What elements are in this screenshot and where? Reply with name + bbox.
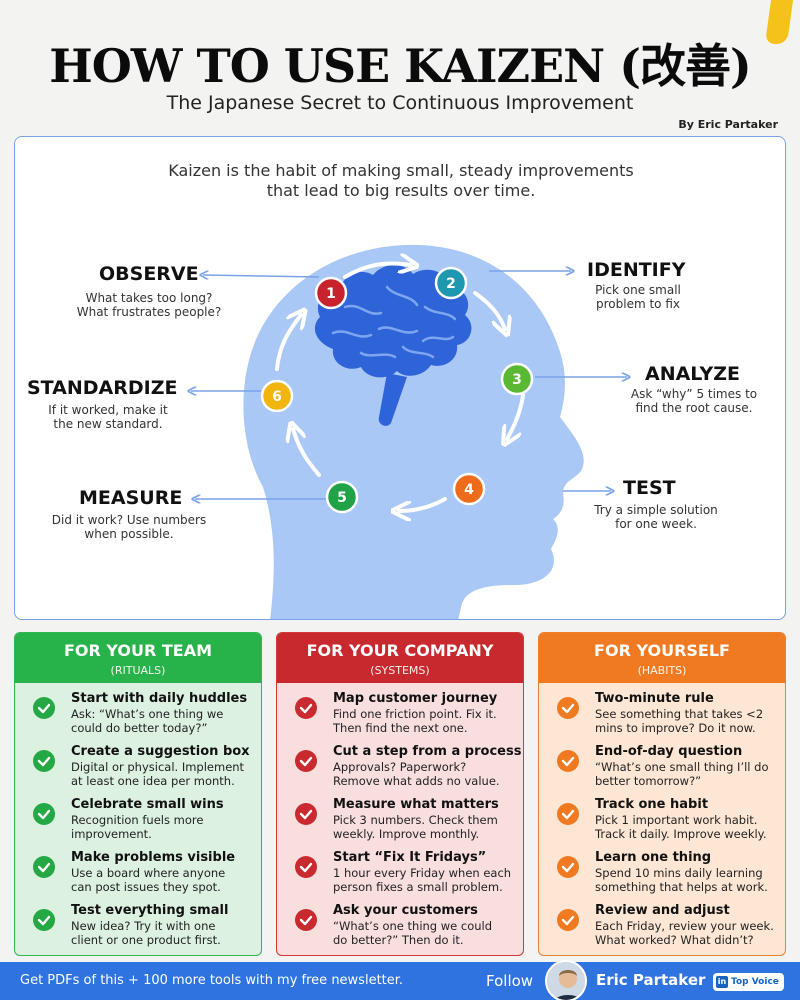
list-item: Ask your customers “What’s one thing we … [277, 903, 523, 953]
step-title-observe: OBSERVE [99, 263, 199, 285]
kaizen-definition: Kaizen is the habit of making small, ste… [168, 161, 634, 200]
step-marker-3: 3 [500, 362, 534, 396]
check-icon [557, 909, 579, 931]
column-header: FOR YOUR COMPANY (SYSTEMS) [277, 633, 523, 683]
column-header: FOR YOURSELF (HABITS) [539, 633, 785, 683]
svg-text:4: 4 [464, 482, 474, 498]
check-icon [33, 856, 55, 878]
svg-text:6: 6 [272, 389, 282, 405]
person-icon [547, 962, 585, 1000]
svg-text:2: 2 [446, 276, 456, 292]
check-icon [557, 750, 579, 772]
step-marker-6: 6 [260, 379, 294, 413]
page-title: HOW TO USE KAIZEN (改善) [49, 39, 752, 93]
column-for-your-team: FOR YOUR TEAM (RITUALS) Start with daily… [14, 632, 262, 956]
avatar[interactable] [545, 960, 587, 1000]
check-icon [33, 697, 55, 719]
svg-text:1: 1 [326, 286, 336, 302]
newsletter-cta-link[interactable]: Get PDFs of this + 100 more tools with m… [20, 973, 404, 988]
check-icon [295, 697, 317, 719]
check-icon [295, 803, 317, 825]
linkedin-icon: in [716, 976, 728, 988]
check-icon [33, 750, 55, 772]
page-subtitle: The Japanese Secret to Continuous Improv… [166, 92, 634, 114]
list-item: Map customer journey Find one friction p… [277, 691, 523, 741]
byline: By Eric Partaker [678, 118, 778, 131]
column-header: FOR YOUR TEAM (RITUALS) [15, 633, 261, 683]
step-title-test: TEST [623, 477, 676, 499]
check-icon [557, 803, 579, 825]
follow-label: Follow [486, 972, 534, 990]
list-item: Make problems visible Use a board where … [15, 850, 261, 900]
list-item: Review and adjust Each Friday, review yo… [539, 903, 785, 953]
step-desc-test: Try a simple solution for one week. [594, 503, 718, 531]
footer-banner: Get PDFs of this + 100 more tools with m… [0, 960, 800, 1000]
check-icon [295, 856, 317, 878]
step-title-analyze: ANALYZE [645, 363, 740, 385]
step-desc-analyze: Ask “why” 5 times to find the root cause… [630, 387, 758, 415]
list-item: Two-minute rule See something that takes… [539, 691, 785, 741]
step-desc-measure: Did it work? Use numbers when possible. [51, 513, 207, 541]
list-item: Celebrate small wins Recognition fuels m… [15, 797, 261, 847]
column-for-your-company: FOR YOUR COMPANY (SYSTEMS) Map customer … [276, 632, 524, 956]
check-icon [557, 697, 579, 719]
list-item: Test everything small New idea? Try it w… [15, 903, 261, 953]
step-title-measure: MEASURE [79, 487, 183, 509]
check-icon [33, 803, 55, 825]
list-item: Start “Fix It Fridays” 1 hour every Frid… [277, 850, 523, 900]
list-item: Start with daily huddles Ask: “What’s on… [15, 691, 261, 741]
author-name-link[interactable]: Eric Partaker [596, 971, 706, 989]
list-item: Create a suggestion box Digital or physi… [15, 744, 261, 794]
step-title-identify: IDENTIFY [587, 259, 686, 281]
list-item: Measure what matters Pick 3 numbers. Che… [277, 797, 523, 847]
column-for-yourself: FOR YOURSELF (HABITS) Two-minute rule Se… [538, 632, 786, 956]
check-icon [295, 750, 317, 772]
step-marker-5: 5 [325, 480, 359, 514]
step-marker-4: 4 [452, 472, 486, 506]
head-diagram: 1 2 3 4 5 6 [15, 244, 786, 619]
list-item: Track one habit Pick 1 important work ha… [539, 797, 785, 847]
step-desc-identify: Pick one small problem to fix [595, 283, 681, 311]
list-item: End-of-day question “What’s one small th… [539, 744, 785, 794]
step-desc-standardize: If it worked, make it the new standard. [48, 403, 168, 431]
step-title-standardize: STANDARDIZE [27, 377, 178, 399]
brain-icon [314, 265, 472, 426]
check-icon [295, 909, 317, 931]
list-item: Cut a step from a process Approvals? Pap… [277, 744, 523, 794]
step-desc-observe: What takes too long? What frustrates peo… [76, 291, 222, 319]
check-icon [33, 909, 55, 931]
step-marker-2: 2 [434, 266, 468, 300]
step-marker-1: 1 [314, 276, 348, 310]
list-item: Learn one thing Spend 10 mins daily lear… [539, 850, 785, 900]
svg-text:5: 5 [337, 490, 347, 506]
svg-text:3: 3 [512, 372, 522, 388]
top-voice-badge: in Top Voice [713, 973, 784, 991]
kaizen-cycle-panel: Kaizen is the habit of making small, ste… [14, 136, 786, 620]
check-icon [557, 856, 579, 878]
